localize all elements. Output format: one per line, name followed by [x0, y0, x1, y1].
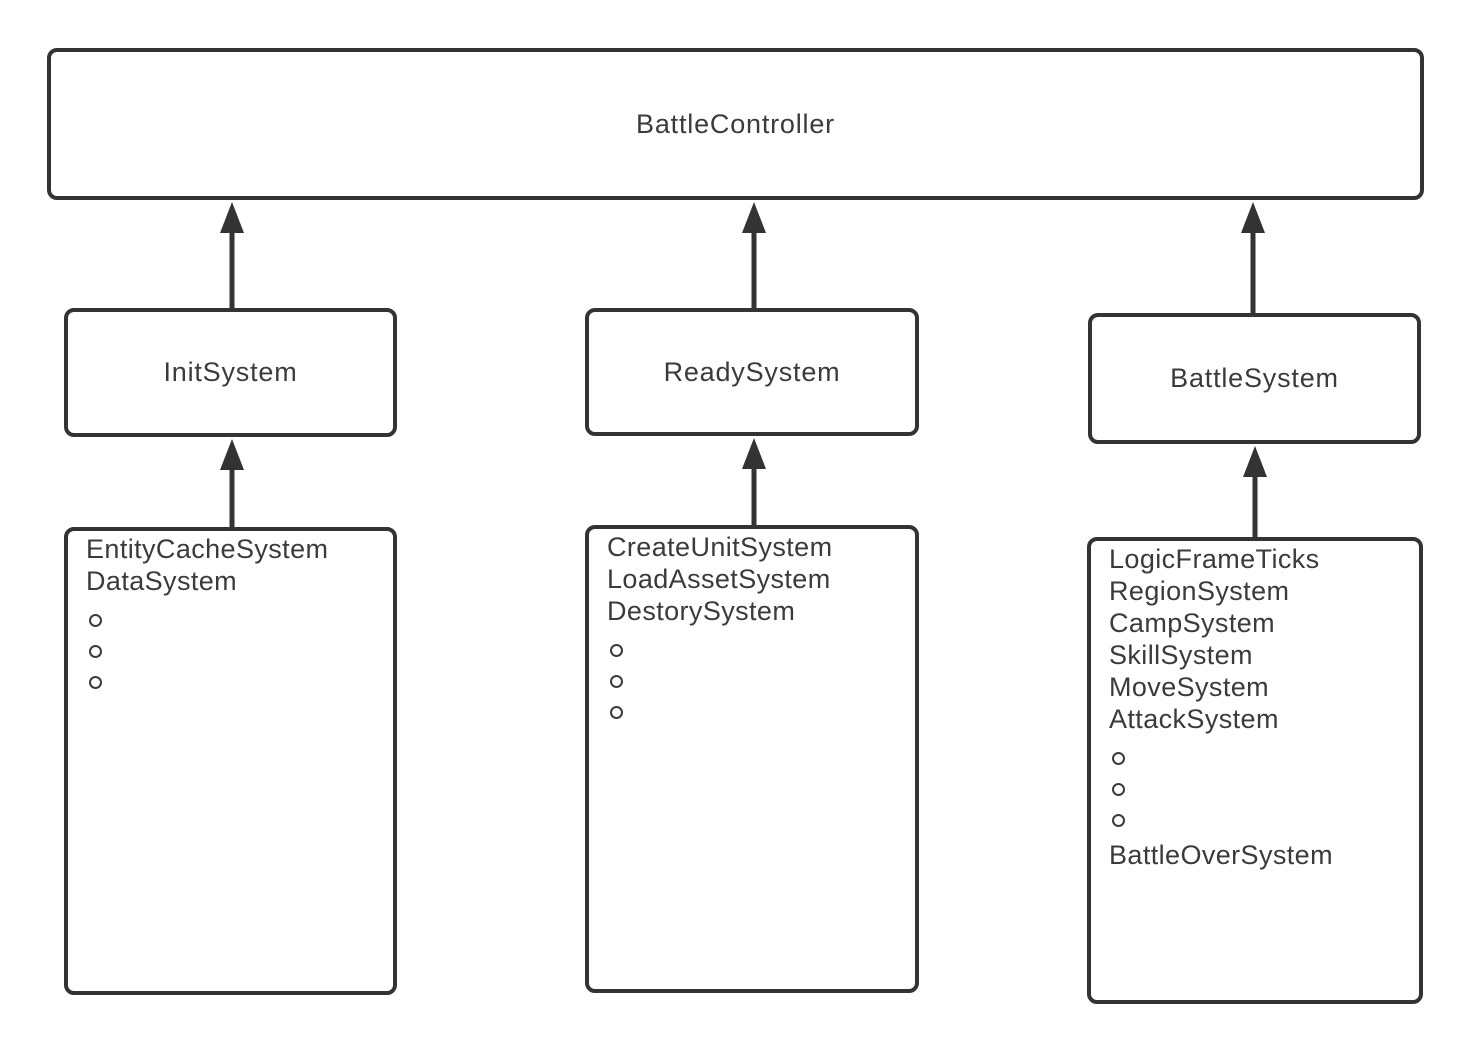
node-battle-controller: BattleController: [47, 48, 1424, 200]
subsystem-label: DestorySystem: [607, 596, 796, 626]
ellipsis-dots: [1109, 743, 1403, 836]
subsystem-label: MoveSystem: [1109, 672, 1270, 702]
node-init-system-label: InitSystem: [163, 357, 298, 387]
subsystem-label: CampSystem: [1109, 608, 1276, 638]
node-battle-subsystems: LogicFrameTicks RegionSystem CampSystem …: [1087, 537, 1423, 1004]
node-battle-controller-label: BattleController: [636, 108, 835, 139]
node-init-system: InitSystem: [64, 308, 397, 437]
arrow-init-to-controller: [220, 202, 244, 308]
node-ready-system-label: ReadySystem: [663, 356, 841, 387]
subsystem-label: DataSystem: [86, 566, 238, 596]
ellipsis-dots: [86, 605, 377, 698]
ellipsis-dot-icon: [1109, 805, 1403, 836]
node-battle-system: BattleSystem: [1088, 313, 1421, 444]
node-battle-system-label: BattleSystem: [1170, 363, 1339, 393]
arrow-list-to-battle: [1243, 446, 1267, 537]
ellipsis-dot-icon: [607, 635, 899, 666]
subsystem-label: SkillSystem: [1109, 640, 1253, 670]
ellipsis-dot-icon: [607, 697, 899, 728]
ellipsis-dot-icon: [86, 605, 377, 636]
arrow-battle-to-controller: [1241, 202, 1265, 313]
ellipsis-dot-icon: [86, 667, 377, 698]
subsystem-label: LoadAssetSystem: [607, 564, 831, 594]
subsystem-label: CreateUnitSystem: [607, 532, 833, 562]
ellipsis-dot-icon: [1109, 774, 1403, 805]
arrow-list-to-ready: [742, 438, 766, 525]
ellipsis-dot-icon: [86, 636, 377, 667]
subsystem-label: AttackSystem: [1109, 704, 1279, 734]
ellipsis-dots: [607, 635, 899, 728]
subsystem-label: EntityCacheSystem: [86, 534, 329, 564]
ellipsis-dot-icon: [607, 666, 899, 697]
node-ready-subsystems: CreateUnitSystem LoadAssetSystem Destory…: [585, 525, 919, 993]
node-ready-system: ReadySystem: [585, 308, 919, 436]
subsystem-label: LogicFrameTicks: [1109, 544, 1320, 574]
arrow-list-to-init: [220, 439, 244, 527]
arrow-ready-to-controller: [742, 202, 766, 308]
node-init-subsystems: EntityCacheSystem DataSystem: [64, 527, 397, 995]
ellipsis-dot-icon: [1109, 743, 1403, 774]
subsystem-label: BattleOverSystem: [1109, 840, 1333, 870]
subsystem-label: RegionSystem: [1109, 576, 1290, 606]
